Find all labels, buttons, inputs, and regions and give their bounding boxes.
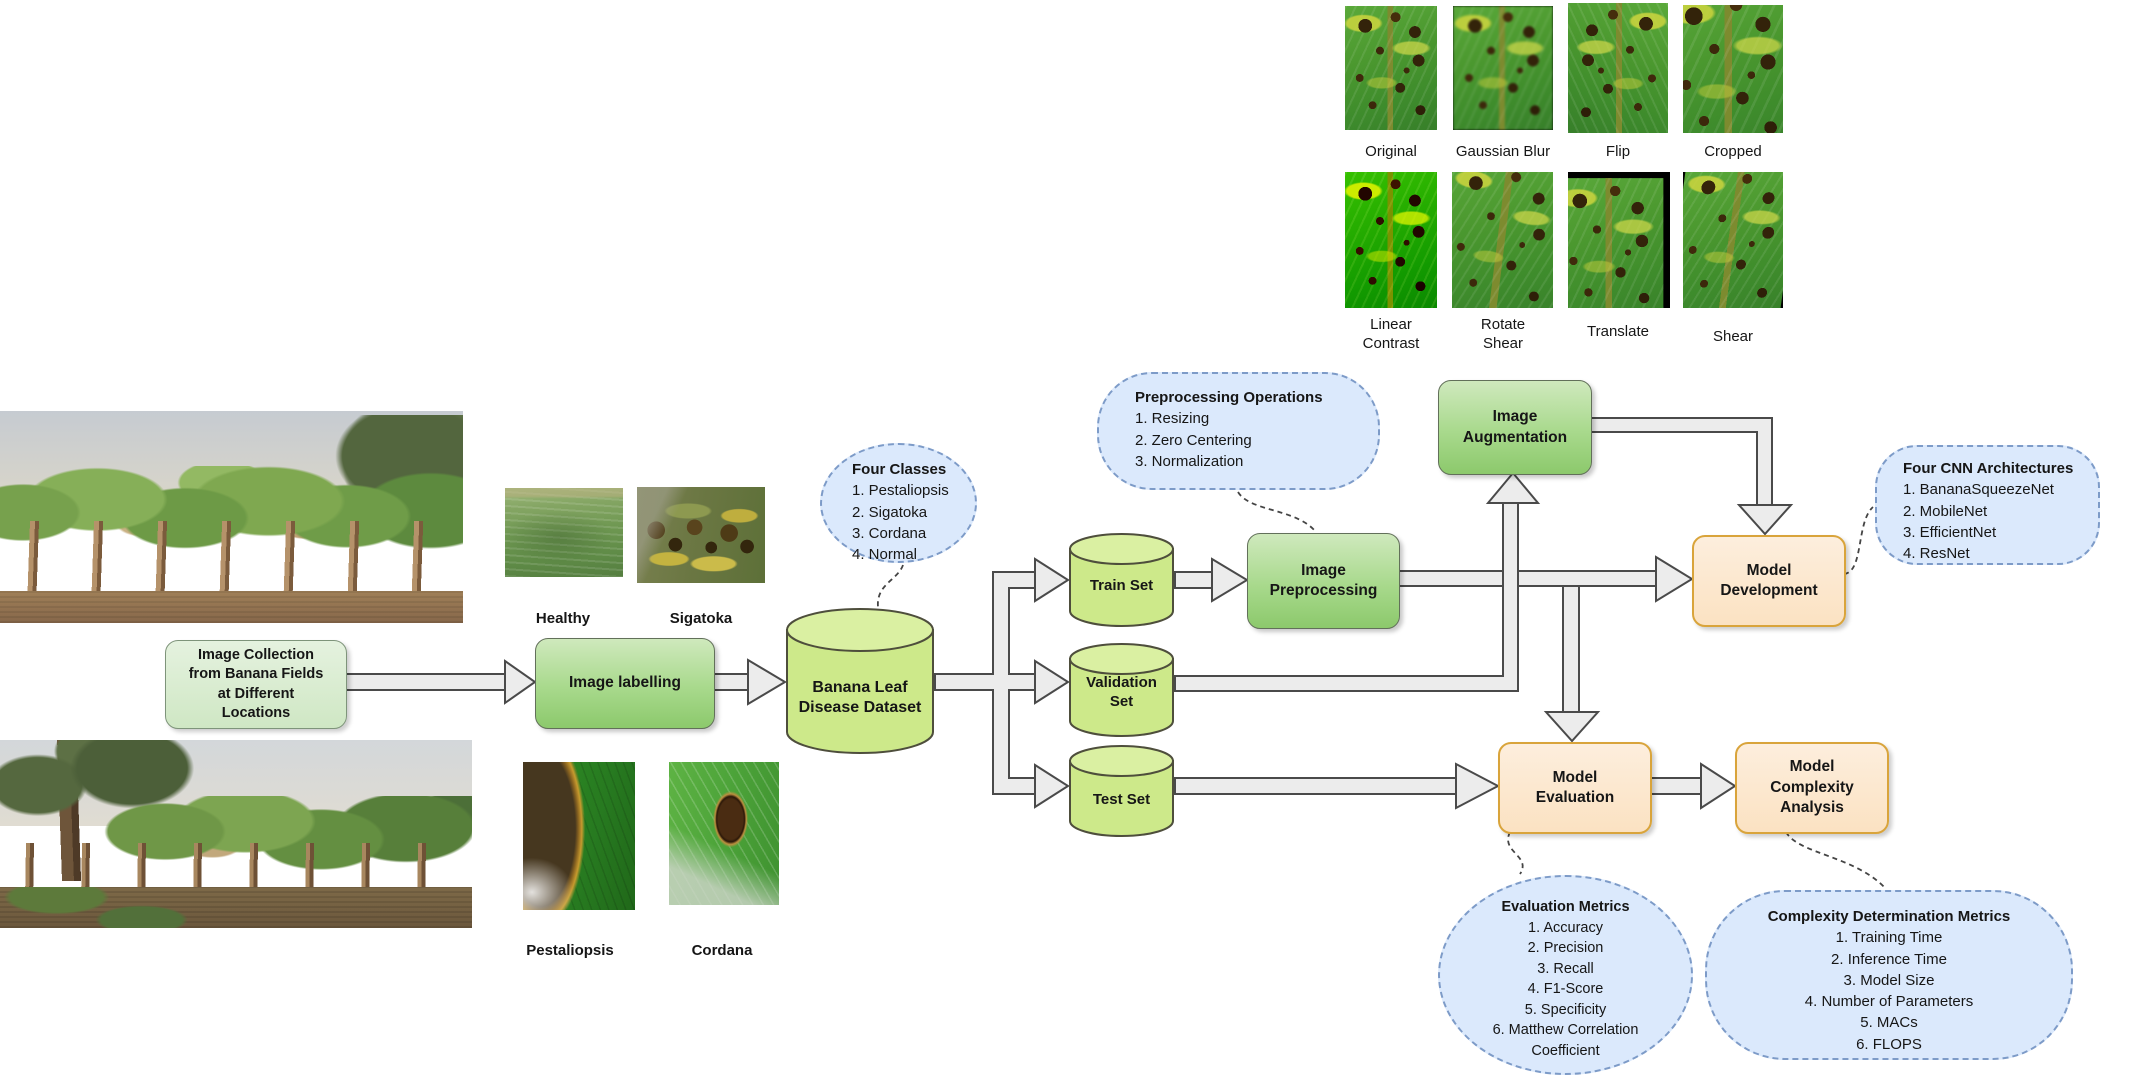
banana-field-photo-top (0, 411, 463, 623)
cylinder-train-set (1069, 533, 1174, 627)
aug-label: Gaussian Blur (1455, 143, 1551, 160)
aug-label: Cropped (1704, 143, 1762, 160)
arrow-validation-to-augmentation (1174, 471, 1541, 692)
photo-ground (0, 886, 472, 928)
aug-label: Linear Contrast (1362, 316, 1420, 352)
banana-field-photo-bottom (0, 740, 472, 928)
aug-sample-rotate-shear (1452, 172, 1553, 308)
arrowhead-train (1034, 557, 1070, 603)
connector-four-classes (877, 564, 904, 608)
dataset-split-lines (934, 557, 1070, 809)
node-image-preprocessing: Image Preprocessing (1247, 533, 1400, 629)
callout-four-classes: Four Classes 1. Pestaliopsis 2. Sigatoka… (820, 443, 977, 563)
validation-set-label: Validation Set (1086, 674, 1157, 710)
dataset-label: Banana Leaf Disease Dataset (798, 679, 922, 716)
node-model-evaluation: Model Evaluation (1498, 742, 1652, 834)
callout-preprocessing-operations: Preprocessing Operations 1. Resizing 2. … (1097, 372, 1380, 490)
arrow-line-to-evaluation (1543, 585, 1601, 743)
photo-ground (0, 591, 463, 623)
arrow-collection-to-labelling (344, 659, 537, 705)
aug-label: Rotate Shear (1480, 316, 1526, 352)
node-image-augmentation: Image Augmentation (1438, 380, 1592, 475)
sample-sigatoka-image (637, 487, 765, 583)
aug-sample-original (1345, 6, 1437, 130)
connector-complexity-metrics (1785, 831, 1887, 890)
photo-trunks (0, 521, 463, 602)
sample-healthy-image (505, 488, 623, 577)
arrow-train-to-preprocessing (1174, 557, 1249, 603)
cylinder-test-set (1069, 745, 1174, 837)
cylinder-validation-set (1069, 643, 1174, 737)
node-model-development: Model Development (1692, 535, 1846, 627)
sample-pestaliopsis-label: Pestaliopsis (526, 942, 614, 959)
aug-sample-linear-contrast (1345, 172, 1437, 308)
aug-label: Translate (1587, 323, 1649, 340)
connector-preprocessing-ops (1237, 491, 1317, 533)
arrow-evaluation-to-complexity (1647, 762, 1737, 810)
aug-label: Original (1365, 143, 1417, 160)
node-model-complexity-analysis: Model Complexity Analysis (1735, 742, 1889, 834)
connector-four-cnn (1843, 506, 1874, 575)
aug-label: Shear (1712, 328, 1754, 345)
arrow-labelling-to-dataset (712, 658, 787, 706)
arrowhead-test (1034, 763, 1070, 809)
aug-sample-translate (1568, 172, 1670, 308)
node-image-collection: Image Collection from Banana Fields at D… (165, 640, 347, 729)
aug-sample-gaussian-blur (1453, 6, 1553, 130)
aug-sample-shear (1683, 172, 1783, 308)
cylinder-dataset (786, 608, 934, 754)
aug-label: Flip (1605, 143, 1631, 160)
callout-four-cnn-architectures: Four CNN Architectures 1. BananaSqueezeN… (1875, 445, 2100, 565)
sample-cordana-image (669, 762, 779, 905)
callout-evaluation-metrics: Evaluation Metrics 1. Accuracy 2. Precis… (1438, 875, 1693, 1075)
aug-sample-flip (1568, 3, 1668, 133)
sample-cordana-label: Cordana (691, 942, 753, 959)
connector-evaluation-metrics (1507, 831, 1524, 875)
arrow-preprocessing-to-development (1397, 555, 1694, 603)
test-set-label: Test Set (1092, 791, 1151, 808)
sample-pestaliopsis-image (523, 762, 635, 910)
callout-complexity-determination-metrics: Complexity Determination Metrics 1. Trai… (1705, 890, 2073, 1060)
node-image-labelling: Image labelling (535, 638, 715, 729)
arrow-test-to-evaluation (1174, 762, 1501, 810)
arrow-augmentation-to-development (1589, 417, 1794, 536)
sample-sigatoka-label: Sigatoka (669, 610, 733, 627)
train-set-label: Train Set (1089, 577, 1154, 594)
sample-healthy-label: Healthy (535, 610, 591, 627)
arrowhead-validation (1034, 659, 1070, 705)
aug-sample-cropped (1683, 5, 1783, 133)
